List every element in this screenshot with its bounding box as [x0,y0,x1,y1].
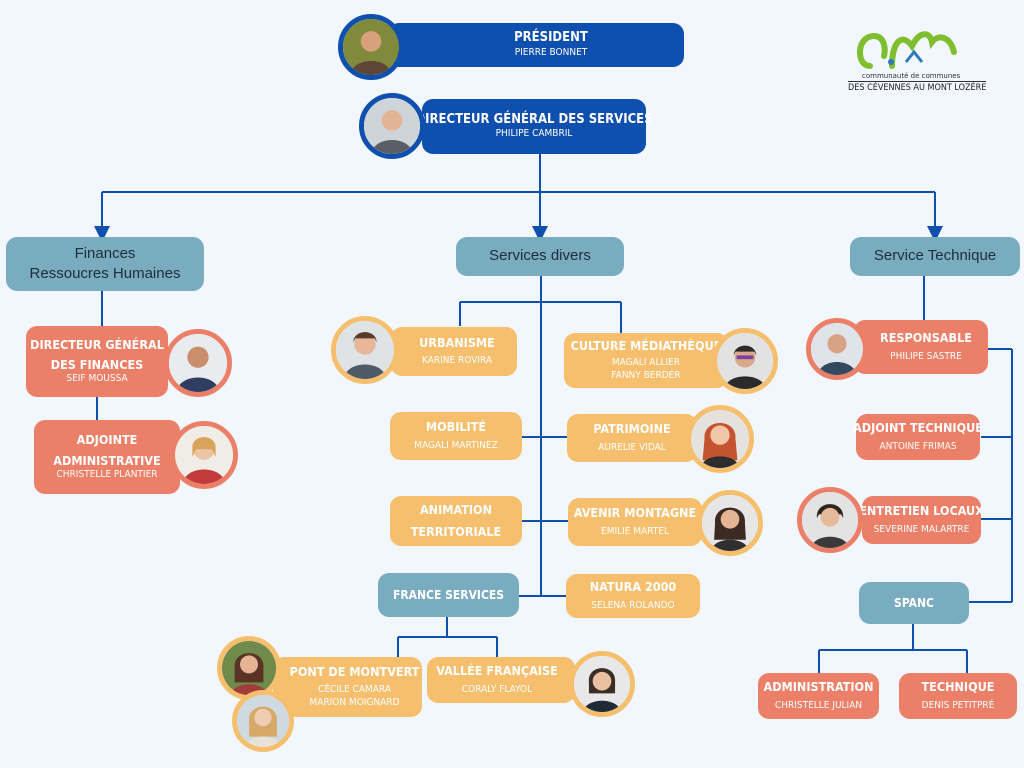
entretien-box: ENTRETIEN LOCAUX SEVERINE MALARTRE [859,496,984,544]
dept-finances-line1: Finances [74,244,136,262]
adjointe-title1: ADJOINTE [76,432,138,448]
animation-title1: ANIMATION [419,501,493,517]
culture-name2: FANNY BERDER [611,370,681,382]
avenir-name: EMILIE MARTEL [601,525,669,537]
vallee-photo [569,651,635,717]
patrimoine-photo [686,405,754,473]
pont-name1: CÉCILE CAMARA [318,684,391,696]
president-title: PRÉSIDENT [514,30,588,46]
vallee-name: CORALY FLAYOL [461,683,533,695]
patrimoine-name: AURELIE VIDAL [598,441,666,453]
spanc-title: SPANC [894,595,934,610]
entretien-photo [797,487,863,553]
finance-director-photo [164,329,232,397]
technique-title: TECHNIQUE [921,679,995,695]
dept-finances: Finances Ressoucres Humaines [6,237,204,291]
adjoint-technique-box: ADJOINT TECHNIQUE ANTOINE FRIMAS [853,414,983,460]
patrimoine-title: PATRIMOINE [593,421,671,437]
finance-director-name: SEIF MOUSSA [66,373,128,385]
pont-montvert-box: PONT DE MONTVERT CÉCILE CAMARA MARION MO… [273,657,422,717]
dgs-name: PHILIPE CAMBRIL [495,128,573,140]
technique-box: TECHNIQUE DENIS PETITPRÉ [899,673,1017,719]
community-logo: communauté de communes DES CÉVENNES AU M… [846,22,987,102]
responsable-name: PHILIPE SASTRE [890,351,962,363]
entretien-name: SEVERINE MALARTRE [873,524,970,536]
spanc-box: SPANC [859,582,969,624]
adjointe-photo [170,421,238,489]
adjointe-admin-box: ADJOINTE ADMINISTRATIVE CHRISTELLE PLANT… [34,420,180,494]
animation-box: ANIMATION TERRITORIALE [390,496,522,546]
dept-services-divers: Services divers [456,237,624,276]
responsable-box: RESPONSABLE PHILIPE SASTRE [854,320,988,374]
urbanisme-title: URBANISME [419,334,495,350]
dept-finances-line2: Ressoucres Humaines [29,265,181,282]
culture-photo [712,328,778,394]
dgs-box: DIRECTEUR GÉNÉRAL DES SERVICES PHILIPE C… [415,99,653,154]
culture-title: CULTURE MÉDIATHÈQUE [570,337,722,353]
dept-technique-label: Service Technique [873,247,997,265]
natura-title: NATURA 2000 [589,579,677,595]
pont-title: PONT DE MONTVERT [289,663,420,679]
animation-title2: TERRITORIALE [410,524,502,539]
urbanisme-photo [331,316,399,384]
avenir-photo [697,490,763,556]
patrimoine-box: PATRIMOINE AURELIE VIDAL [567,414,697,462]
dept-service-technique: Service Technique [850,237,1020,276]
pont-photo-1 [217,636,281,700]
pont-name2: MARION MOIGNARD [309,697,400,709]
technique-name: DENIS PETITPRÉ [921,699,995,711]
finance-director-box: DIRECTEUR GÉNÉRAL DES FINANCES SEIF MOUS… [26,326,168,397]
adjointe-name: CHRISTELLE PLANTIER [56,468,158,480]
adjoint-name: ANTOINE FRIMAS [879,441,957,453]
president-box: PRÉSIDENT PIERRE BONNET [388,23,684,67]
urbanisme-name: KARINE ROVIRA [422,355,492,367]
logo-title: DES CÉVENNES AU MONT LOZÈRE [848,81,987,93]
administration-title: ADMINISTRATION [763,679,874,695]
administration-name: CHRISTELLE JULIAN [774,699,863,711]
president-name: PIERRE BONNET [514,46,588,58]
responsable-photo [806,318,868,380]
adjoint-title: ADJOINT TECHNIQUE [853,419,983,435]
france-services-box: FRANCE SERVICES [378,573,519,617]
urbanisme-box: URBANISME KARINE ROVIRA [391,327,517,376]
vallee-title: VALLÉE FRANÇAISE [436,663,558,679]
avenir-title: AVENIR MONTAGNE [573,505,697,521]
mobilite-title: MOBILITÉ [425,419,487,435]
pont-photo-2 [232,690,294,752]
france-services-title: FRANCE SERVICES [392,587,505,602]
avenir-box: AVENIR MONTAGNE EMILIE MARTEL [568,498,702,546]
culture-name1: MAGALI ALLIER [611,357,681,369]
culture-box: CULTURE MÉDIATHÈQUE MAGALI ALLIER FANNY … [564,333,728,388]
entretien-title: ENTRETIEN LOCAUX [859,502,984,518]
natura-box: NATURA 2000 SELENA ROLANDO [566,574,700,618]
mobilite-box: MOBILITÉ MAGALI MARTINEZ [390,412,522,460]
logo-mountains-icon [857,31,957,69]
administration-box: ADMINISTRATION CHRISTELLE JULIAN [758,673,879,719]
finance-director-title2: DES FINANCES [50,357,144,372]
dept-divers-label: Services divers [489,247,591,265]
dgs-photo [359,93,425,159]
logo-subtitle: communauté de communes [862,72,961,80]
dgs-title: DIRECTEUR GÉNÉRAL DES SERVICES [415,111,653,127]
finance-director-title1: DIRECTEUR GÉNÉRAL [30,336,164,352]
vallee-francaise-box: VALLÉE FRANÇAISE CORALY FLAYOL [427,657,575,703]
responsable-title: RESPONSABLE [880,329,972,345]
mobilite-name: MAGALI MARTINEZ [414,439,498,451]
adjointe-title2: ADMINISTRATIVE [53,452,161,468]
president-photo [338,14,404,80]
natura-name: SELENA ROLANDO [591,599,675,611]
